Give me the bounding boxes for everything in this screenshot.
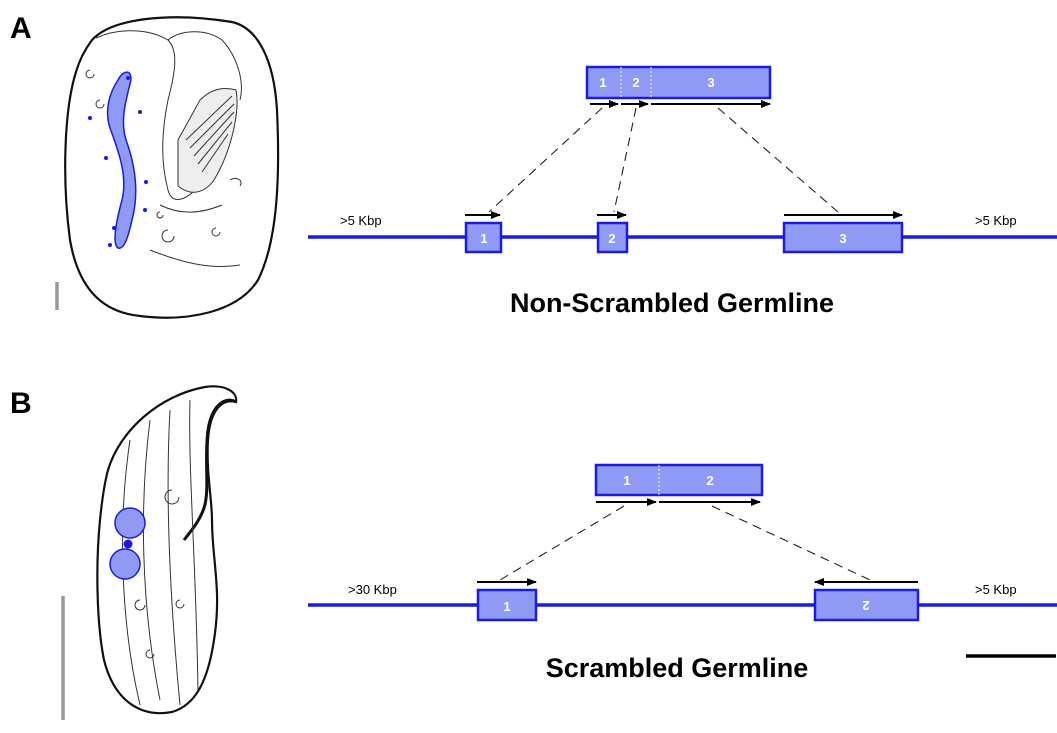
macronucleus-b-1: [115, 508, 145, 538]
germline-b-right-flank: >5 Kbp: [975, 582, 1017, 597]
organism-b-illustration: [97, 386, 236, 713]
panel-b: B 1 2 >30 Kbp >5 Kbp: [10, 386, 1057, 720]
mapping-lines-b: [500, 506, 870, 580]
macronuclear-construct-b: 1 2: [596, 465, 762, 502]
panel-b-label: B: [10, 387, 32, 420]
mac-a-seg-2: 2: [632, 75, 639, 90]
germline-b-seg-1: 1: [503, 599, 510, 614]
mac-b-seg-2: 2: [706, 473, 713, 488]
germline-a-right-flank: >5 Kbp: [975, 213, 1017, 228]
germline-a: >5 Kbp >5 Kbp 1 2 3: [308, 213, 1057, 252]
germline-a-seg-3: 3: [839, 231, 846, 246]
germline-a-left-flank: >5 Kbp: [340, 213, 382, 228]
germline-a-seg-2: 2: [608, 231, 615, 246]
mac-a-box: [587, 67, 770, 98]
germline-b-seg-2-inverted: 2: [862, 598, 869, 613]
germline-a-seg-1: 1: [480, 231, 487, 246]
mapping-lines-a: [489, 108, 838, 212]
mac-b-seg-1: 1: [623, 473, 630, 488]
mac-b-box: [596, 465, 762, 495]
germline-b: >30 Kbp >5 Kbp 1 2: [308, 582, 1057, 620]
panel-a-title: Non-Scrambled Germline: [510, 288, 834, 318]
macronuclear-construct-a: 1 2 3: [587, 67, 770, 104]
organism-a-illustration: [65, 17, 278, 317]
mac-a-seg-3: 3: [707, 75, 714, 90]
panel-a: A 1 2 3: [10, 12, 1057, 318]
micronucleus-b: [124, 540, 133, 549]
mac-a-seg-1: 1: [599, 75, 606, 90]
panel-a-label: A: [10, 12, 32, 45]
macronucleus-b-2: [110, 549, 140, 579]
panel-b-title: Scrambled Germline: [546, 653, 809, 683]
germline-b-left-flank: >30 Kbp: [348, 582, 397, 597]
